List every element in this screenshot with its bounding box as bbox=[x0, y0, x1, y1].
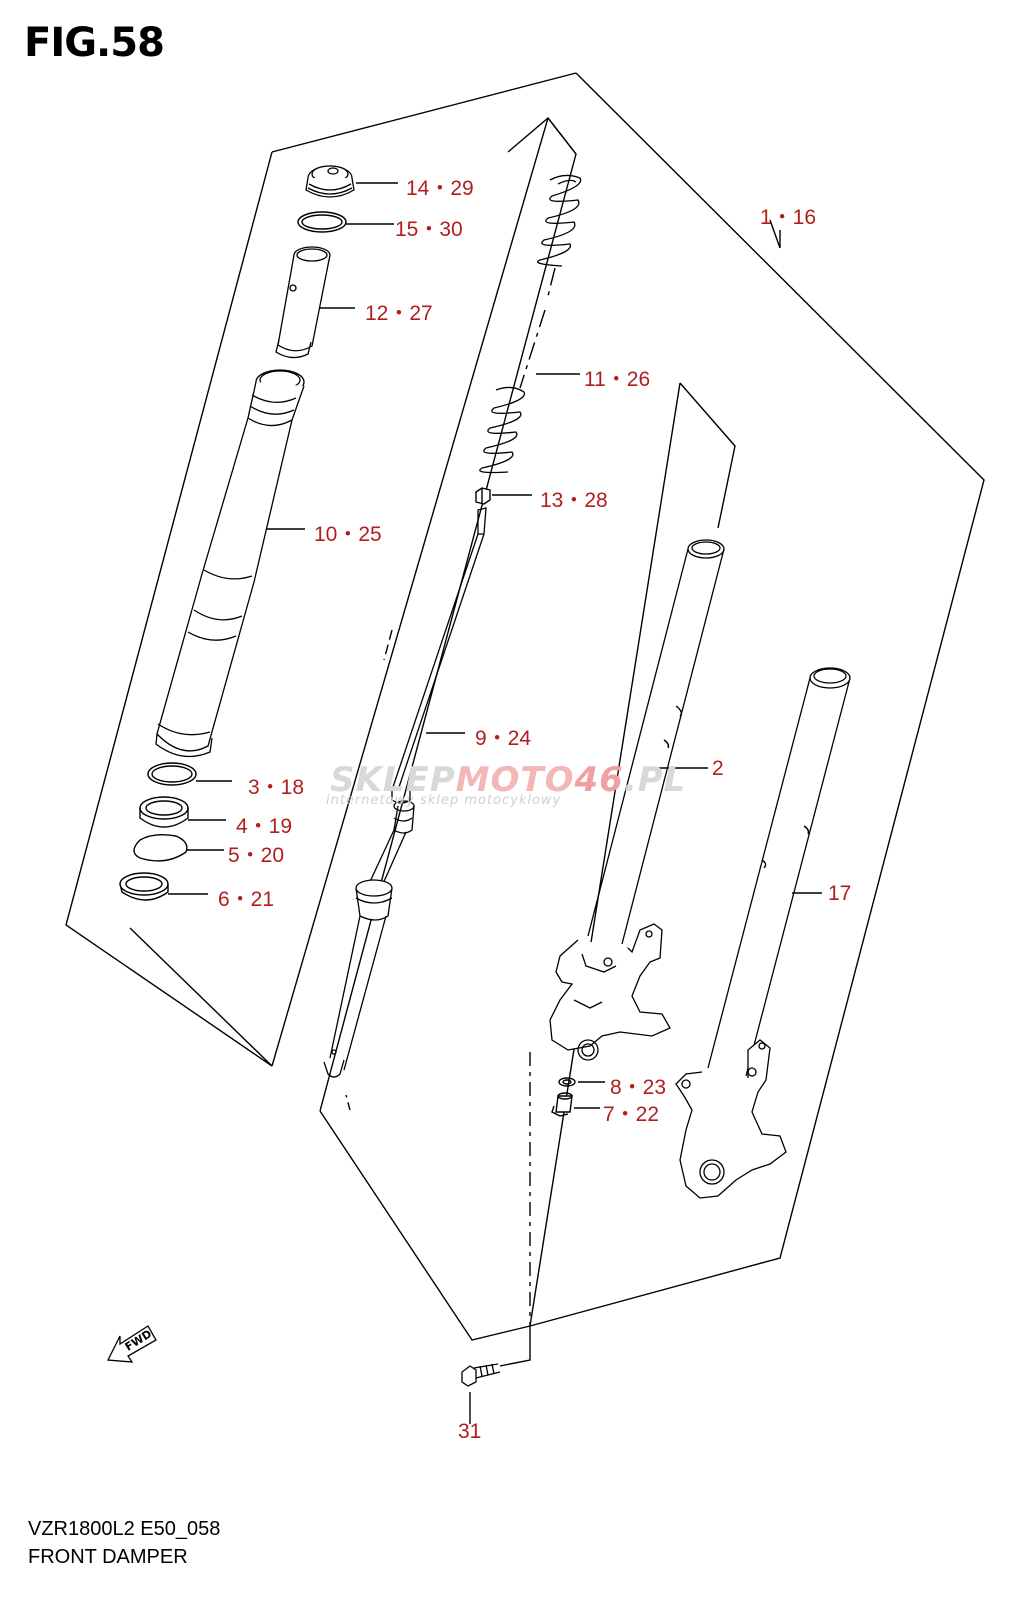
right-group-outline bbox=[679, 382, 736, 529]
part-cap-bolt bbox=[305, 165, 355, 198]
callout-7-22: 7・22 bbox=[603, 1103, 660, 1126]
figure-name: FRONT DAMPER bbox=[28, 1546, 188, 1568]
callout-6-21: 6・21 bbox=[218, 888, 275, 911]
callout-5-20: 5・20 bbox=[228, 844, 285, 867]
part-inner-tube-right bbox=[675, 667, 851, 1199]
part-bolt bbox=[461, 1363, 501, 1387]
callout-4-19: 4・19 bbox=[236, 815, 293, 838]
part-oil-seal bbox=[139, 796, 189, 828]
part-dust-seal bbox=[119, 872, 169, 901]
part-damper-rod bbox=[323, 507, 487, 1078]
part-bushing bbox=[147, 762, 197, 786]
callout-8-23: 8・23 bbox=[610, 1076, 667, 1099]
watermark-logo: SKLEPMOTO46.PL bbox=[330, 760, 687, 800]
fwd-arrow bbox=[106, 1325, 157, 1363]
callout-11-26: 11・26 bbox=[584, 368, 651, 391]
middle-group-outline bbox=[319, 117, 577, 1112]
assembly-outline-top bbox=[271, 72, 577, 153]
callout-15-30: 15・30 bbox=[395, 218, 463, 241]
left-group-outline bbox=[65, 151, 273, 1067]
figure-title: FIG.58 bbox=[24, 20, 165, 66]
watermark-subtext: internetowy sklep motocyklowy bbox=[326, 793, 562, 808]
part-outer-tube bbox=[155, 369, 305, 758]
part-o-ring bbox=[297, 211, 347, 233]
callout-13-28: 13・28 bbox=[540, 489, 608, 512]
part-spacer bbox=[275, 246, 331, 359]
assembly-outline-outer bbox=[319, 72, 985, 1341]
part-nut bbox=[475, 487, 491, 505]
model-code: VZR1800L2 E50_058 bbox=[28, 1518, 221, 1540]
callout-14-29: 14・29 bbox=[406, 177, 474, 200]
part-spring-upper bbox=[536, 174, 582, 267]
callout-31: 31 bbox=[458, 1420, 482, 1443]
part-washer bbox=[558, 1077, 576, 1087]
callout-3-18: 3・18 bbox=[248, 776, 305, 799]
callout-1-16: 1・16 bbox=[760, 206, 817, 229]
callout-10-25: 10・25 bbox=[314, 523, 382, 546]
callout-12-27: 12・27 bbox=[365, 302, 433, 325]
part-circlip bbox=[133, 833, 188, 862]
left-group-inner bbox=[507, 116, 577, 155]
callout-9-24: 9・24 bbox=[475, 727, 532, 750]
callout-2: 2 bbox=[712, 757, 724, 780]
part-drain-bolt bbox=[551, 1092, 573, 1117]
callout-17: 17 bbox=[828, 882, 852, 905]
part-spring-lower bbox=[479, 386, 526, 474]
part-inner-tube-left bbox=[549, 539, 725, 1061]
